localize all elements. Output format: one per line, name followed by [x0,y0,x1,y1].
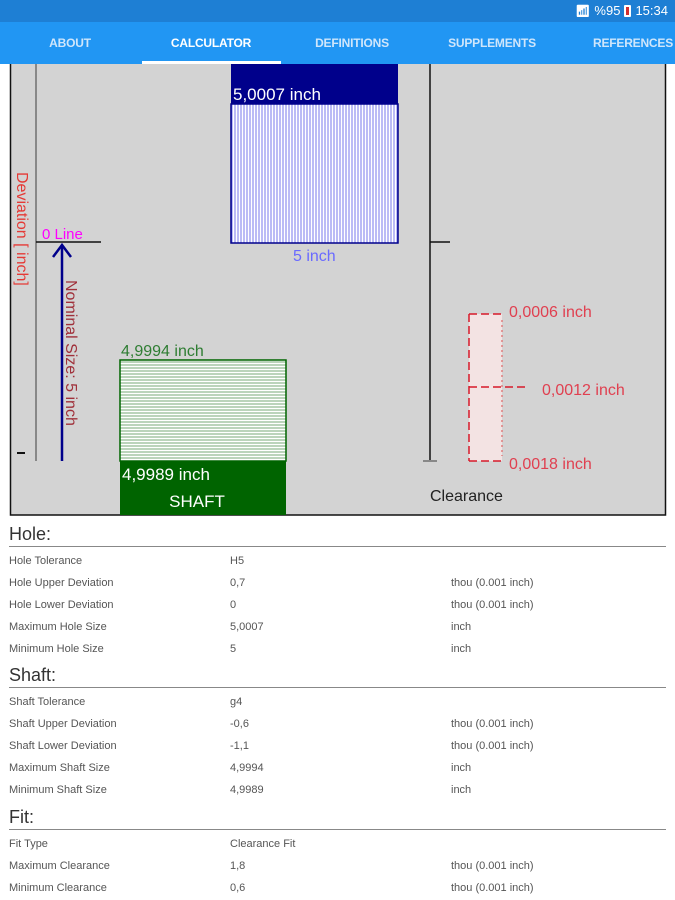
nominal-size-label: Nominal Size: 5 inch [62,280,79,426]
tab-supplements[interactable]: SUPPLEMENTS [448,36,536,50]
row-value: -1,1 [230,740,249,752]
tab-calculator[interactable]: CALCULATOR [170,36,252,50]
row-unit: thou (0.001 inch) [451,599,534,611]
clearance-max-label: 0,0018 inch [509,456,592,473]
clearance-avg-label: 0,0012 inch [542,382,625,399]
row-unit: thou (0.001 inch) [451,860,534,872]
zero-line-label: 0 Line [42,226,83,243]
deviation-axis-label: Deviation [ inch] [13,172,30,286]
row-unit: inch [451,621,472,633]
row-label: Minimum Shaft Size [9,784,107,796]
section-divider [9,546,666,547]
status-bar: 📶︎ %95 15:34 [0,0,675,22]
row-value: 0,6 [230,882,246,894]
row-unit: thou (0.001 inch) [451,577,534,589]
hole-max-label: 5,0007 inch [233,85,321,104]
tab-about[interactable]: ABOUT [49,36,91,50]
row-value: 0 [230,599,237,611]
section-title: Fit: [9,807,34,827]
tab-definitions[interactable]: DEFINITIONS [315,36,389,50]
clearance-bracket [468,313,526,462]
shaft-label: SHAFT [169,492,225,511]
row-value: Clearance Fit [230,838,296,850]
row-unit: thou (0.001 inch) [451,882,534,894]
shaft-tolerance-zone [119,359,287,462]
row-unit: thou (0.001 inch) [451,718,534,730]
row-label: Hole Upper Deviation [9,577,114,589]
arrow-head-icon [52,242,72,258]
tab-references[interactable]: REFERENCES [592,36,674,50]
row-label: Minimum Clearance [9,882,107,894]
row-value: H5 [230,555,245,567]
section-title: Hole: [9,524,52,544]
row-value: 4,9994 [230,762,264,774]
row-label: Minimum Hole Size [9,643,104,655]
row-label: Fit Type [9,838,48,850]
row-value: 5,0007 [230,621,264,633]
row-label: Shaft Tolerance [9,696,86,708]
row-value: -0,6 [230,718,249,730]
shaft-max-label: 4,9994 inch [121,343,204,360]
battery-icon [624,4,632,17]
row-label: Hole Lower Deviation [9,599,114,611]
clearance-min-label: 0,0006 inch [509,304,592,321]
section-divider [9,687,666,688]
row-value: 0,7 [230,577,246,589]
row-value: 1,8 [230,860,246,872]
row-label: Hole Tolerance [9,555,83,567]
row-unit: inch [451,643,472,655]
row-unit: inch [451,784,472,796]
clock: 15:34 [635,3,668,18]
section-divider [9,829,666,830]
diagram-border [9,64,667,516]
shaft-body [120,461,286,515]
section-title: Shaft: [9,665,57,685]
tolerance-diagram: Deviation [ inch] 0 Line Nominal Size: 5… [9,64,667,516]
row-unit: thou (0.001 inch) [451,740,534,752]
row-value: g4 [230,696,243,708]
row-value: 4,9989 [230,784,264,796]
row-label: Shaft Upper Deviation [9,718,117,730]
hole-max-band [231,64,398,104]
tab-bar: ABOUT CALCULATOR DEFINITIONS SUPPLEMENTS… [0,22,675,64]
hole-tolerance-zone [230,103,399,244]
row-label: Maximum Hole Size [9,621,107,633]
battery-percent: %95 [594,3,621,18]
active-tab-indicator [142,61,281,64]
row-value: 5 [230,643,237,655]
hole-min-label: 5 inch [293,248,336,265]
clearance-label: Clearance [430,488,503,505]
wifi-icon: 📶︎ [575,3,591,18]
row-label: Shaft Lower Deviation [9,740,117,752]
row-unit: inch [451,762,472,774]
row-label: Maximum Shaft Size [9,762,110,774]
row-label: Maximum Clearance [9,860,110,872]
shaft-min-label: 4,9989 inch [122,465,210,484]
